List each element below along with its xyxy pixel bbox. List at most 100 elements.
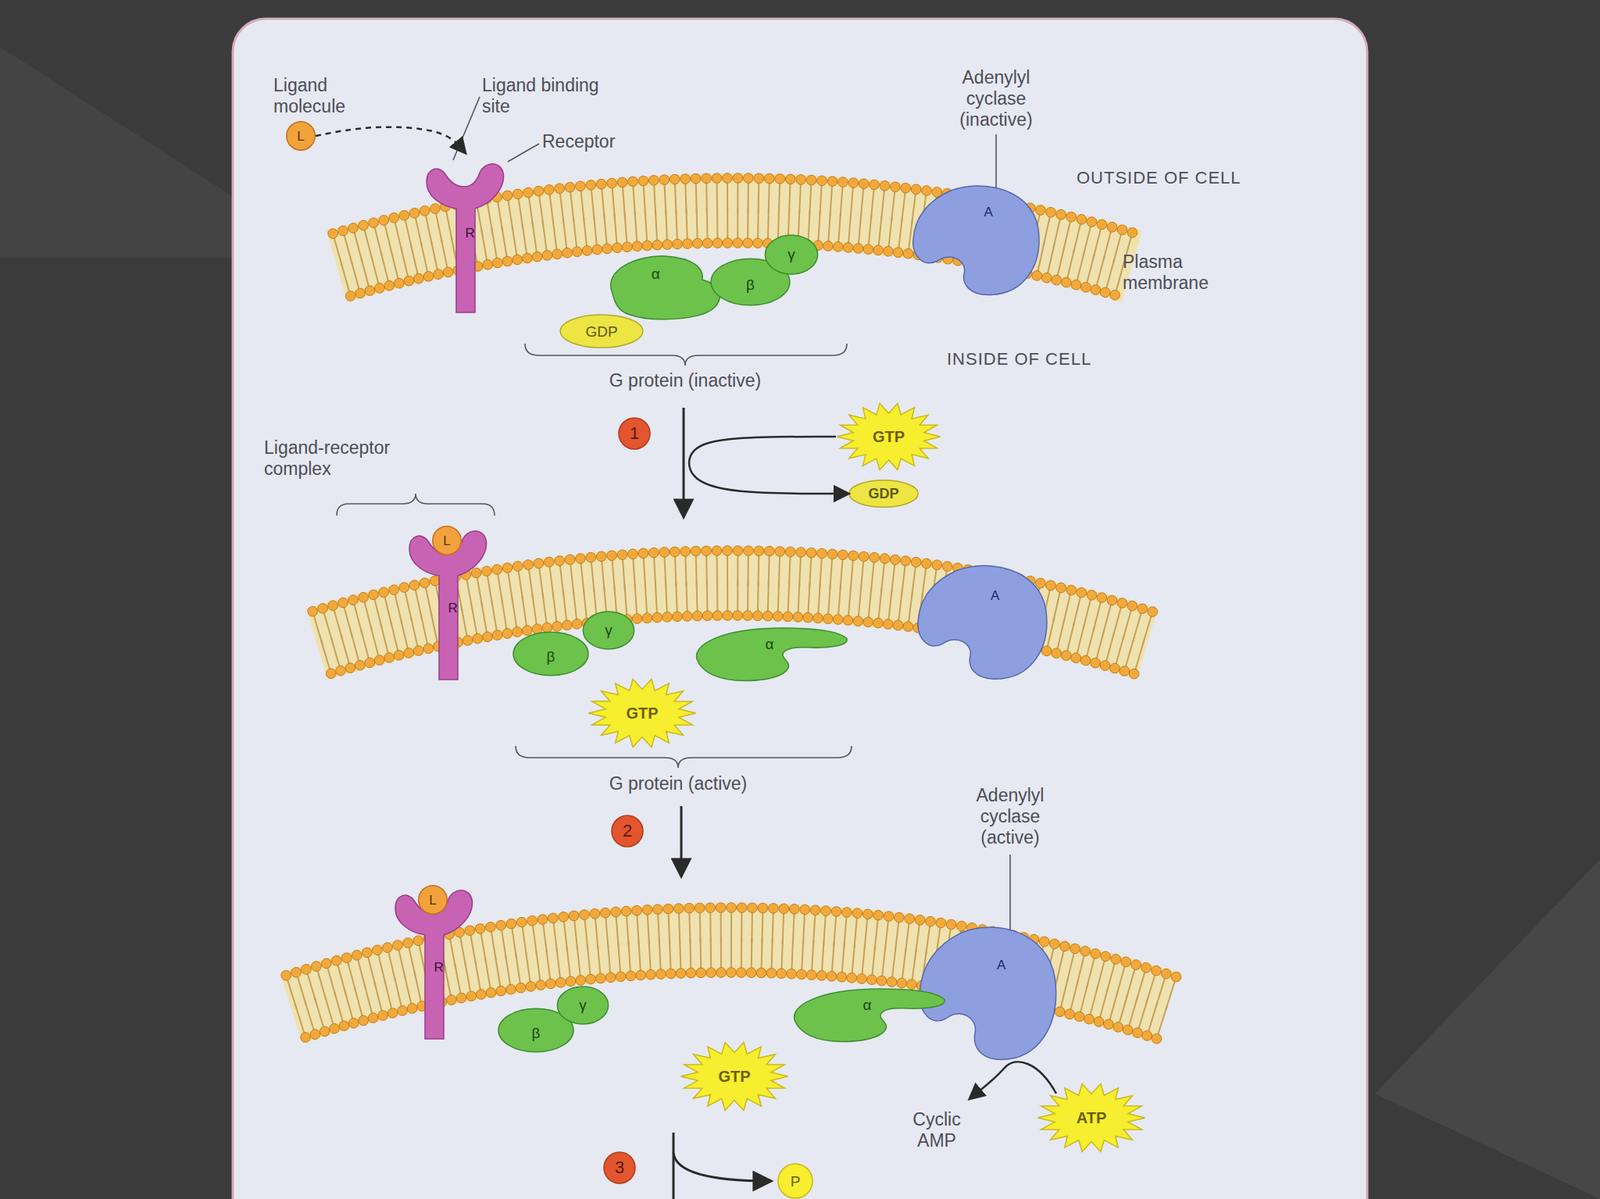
lipid-head (564, 554, 575, 565)
lipid-head (605, 972, 616, 983)
lipid-head (568, 910, 579, 922)
lipid-head (592, 244, 603, 255)
lipid-head (392, 940, 404, 951)
lipid-head (338, 225, 349, 236)
lipid-head (785, 546, 796, 558)
lipid-head (413, 646, 424, 657)
lipid-head (863, 617, 874, 628)
lipid-head (403, 275, 415, 286)
lipid-head (858, 178, 869, 190)
lipid-head (1056, 209, 1067, 220)
lipid-head (1151, 965, 1162, 976)
g-gamma-subunit-outline (557, 986, 608, 1025)
lipid-head (1103, 1019, 1115, 1030)
lipid-head (522, 253, 533, 264)
g-alpha-subunit-outline (610, 256, 721, 320)
lipid-tail (696, 208, 698, 239)
lipid-tail (511, 597, 517, 628)
lipid-head (403, 938, 414, 949)
lipid-head (512, 254, 523, 265)
ligand-molecule: L (432, 525, 462, 556)
lipid-head (848, 550, 859, 561)
lipid-head (403, 648, 415, 659)
lipid-head (722, 610, 733, 622)
lipid-head (492, 257, 504, 268)
lipid-head (782, 611, 793, 622)
lipid-tail (475, 960, 481, 990)
callout-circle (603, 1152, 636, 1184)
lipid-tail (675, 209, 678, 240)
lipid-head (1171, 971, 1182, 983)
lipid-head (775, 174, 786, 185)
lipid-tail (808, 210, 811, 240)
lipid-head (1090, 285, 1101, 296)
lipid-head (768, 903, 779, 915)
lipid-head (935, 917, 947, 929)
g-gamma-subunit: γ (764, 234, 819, 275)
lipid-tail (390, 249, 398, 279)
lipid-tail (730, 938, 733, 969)
lipid-tail (501, 227, 507, 258)
lipid-head (866, 975, 877, 986)
node-text: L (428, 893, 436, 908)
lipid-head (892, 620, 904, 631)
lipid-head (571, 246, 583, 258)
lipid-head (321, 958, 333, 969)
lipid-head (358, 1015, 369, 1026)
receptor-outline (426, 164, 504, 313)
bracket (336, 493, 495, 516)
lipid-head (1107, 595, 1118, 606)
lipid-tail (542, 592, 547, 623)
lipid-tail (635, 211, 638, 242)
lipid-head (466, 991, 477, 1002)
adenylyl-cyclase: A (912, 560, 1050, 683)
lipid-tail (553, 219, 558, 250)
lipid-head (726, 967, 737, 979)
lipid-head (1071, 279, 1082, 290)
lipid-tail (410, 617, 418, 647)
lipid-tail (614, 585, 617, 616)
lipid-head (842, 615, 854, 626)
lipid-head (281, 970, 292, 981)
lipid-head (642, 613, 653, 624)
lipid-head (702, 610, 713, 622)
lipid-head (331, 955, 342, 966)
lipid-head (1122, 1025, 1133, 1036)
lipid-head (766, 968, 777, 979)
g-gamma-subunit-outline (582, 611, 634, 650)
lipid-head (894, 912, 905, 923)
membranes (279, 173, 1182, 1044)
lipid-head (301, 964, 312, 975)
lipid-head (883, 246, 894, 257)
lipid-head (1132, 1028, 1143, 1039)
lipid-tail (868, 587, 872, 618)
node-text: GDP (867, 486, 899, 501)
node-text: ATP (1076, 1110, 1108, 1126)
lipid-head (555, 978, 566, 989)
lipid-head (1042, 272, 1053, 283)
lipid-head (747, 903, 758, 914)
lipid-head (772, 611, 783, 622)
lipid-tail (471, 604, 477, 635)
lipid-tail (381, 252, 389, 282)
lipid-head (1070, 943, 1081, 954)
lipid-tail (817, 583, 820, 614)
lipid-head (632, 241, 643, 252)
lipid-head (1066, 211, 1077, 222)
lipid-head (882, 619, 893, 630)
g-beta-subunit: β (511, 631, 590, 677)
lipid-head (554, 556, 565, 567)
lipid-tail (832, 941, 835, 972)
lipid-head (537, 914, 548, 925)
lipid-head (836, 971, 847, 983)
lipid-tail (801, 939, 804, 970)
lipid-head (319, 1026, 330, 1037)
lipid-head (656, 969, 667, 980)
lipid-head (796, 969, 808, 980)
gdp-molecule: GDP (847, 479, 920, 508)
callout-circle (618, 417, 650, 450)
lipid-head (364, 285, 375, 297)
lipid-head (1113, 1022, 1124, 1033)
lipid-tail (404, 975, 412, 1005)
lipid-head (796, 175, 807, 186)
